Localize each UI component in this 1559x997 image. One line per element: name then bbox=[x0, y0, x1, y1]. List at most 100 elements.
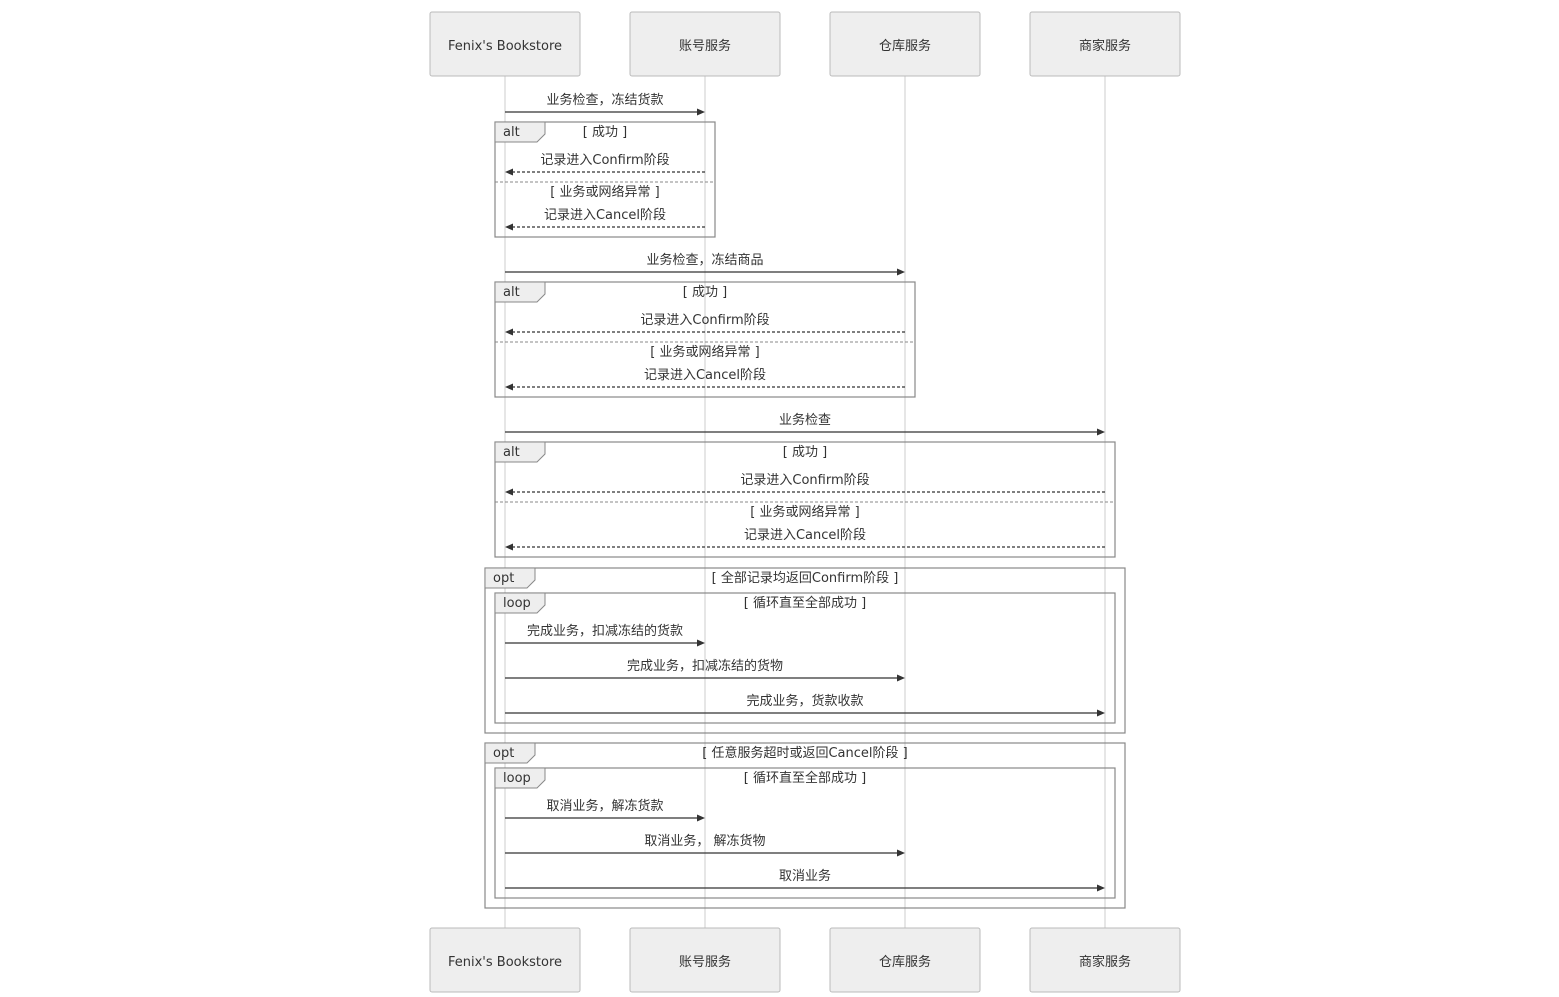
fragment-else-condition: [ 业务或网络异常 ] bbox=[550, 184, 659, 200]
participant-label: 商家服务 bbox=[1079, 954, 1131, 970]
message-check-merchant: 业务检查 bbox=[505, 412, 1105, 436]
message-label: 业务检查 bbox=[779, 412, 831, 428]
fragment-tab bbox=[494, 281, 546, 303]
fragment-frame bbox=[494, 767, 1116, 899]
arrow-head-icon bbox=[697, 108, 705, 116]
fragment-alt-warehouse: alt [ 成功 ] [ 业务或网络异常 ] bbox=[494, 281, 916, 398]
fragment-frame bbox=[484, 742, 1126, 909]
fragment-tab bbox=[484, 567, 536, 589]
fragment-keyword: alt bbox=[503, 285, 520, 300]
fragment-tab bbox=[494, 592, 546, 614]
arrow-head-icon bbox=[697, 814, 705, 822]
arrow-head-icon bbox=[505, 223, 513, 231]
message-label: 完成业务，扣减冻结的货物 bbox=[627, 658, 783, 674]
message-label: 记录进入Confirm阶段 bbox=[540, 153, 669, 168]
message-label: 业务检查，冻结货款 bbox=[546, 92, 663, 108]
message-cancel-payment: 取消业务，解冻货款 bbox=[505, 798, 705, 822]
message-label: 取消业务，解冻货款 bbox=[546, 798, 663, 814]
message-cancel-goods: 取消业务， 解冻货物 bbox=[505, 833, 905, 857]
participant-account-bottom: 账号服务 bbox=[629, 927, 781, 993]
message-complete-merchant: 完成业务，货款收款 bbox=[505, 693, 1105, 717]
participant-box bbox=[629, 927, 781, 993]
fragment-condition: [ 循环直至全部成功 ] bbox=[744, 770, 866, 786]
fragment-frame bbox=[494, 281, 916, 398]
participant-warehouse-top: 仓库服务 bbox=[829, 11, 981, 77]
fragment-keyword: opt bbox=[493, 746, 514, 761]
fragment-keyword: alt bbox=[503, 125, 520, 140]
message-cancel-account: 记录进入Cancel阶段 bbox=[505, 208, 705, 231]
fragment-condition: [ 循环直至全部成功 ] bbox=[744, 595, 866, 611]
message-confirm-warehouse: 记录进入Confirm阶段 bbox=[505, 313, 905, 336]
participant-account-top: 账号服务 bbox=[629, 11, 781, 77]
participant-label: 账号服务 bbox=[679, 954, 731, 970]
fragment-tab bbox=[494, 121, 546, 143]
fragment-condition: [ 成功 ] bbox=[683, 285, 727, 300]
fragment-else-condition: [ 业务或网络异常 ] bbox=[650, 344, 759, 360]
message-label: 完成业务，货款收款 bbox=[746, 693, 863, 709]
message-confirm-account: 记录进入Confirm阶段 bbox=[505, 153, 705, 176]
fragment-opt-confirm: opt [ 全部记录均返回Confirm阶段 ] bbox=[484, 567, 1126, 734]
arrow-head-icon bbox=[697, 639, 705, 647]
participant-box bbox=[829, 11, 981, 77]
participant-label: 仓库服务 bbox=[879, 954, 931, 970]
participant-label: 仓库服务 bbox=[879, 38, 931, 54]
fragment-keyword: loop bbox=[503, 596, 531, 611]
message-label: 记录进入Confirm阶段 bbox=[740, 473, 869, 488]
arrow-head-icon bbox=[505, 328, 513, 336]
arrow-head-icon bbox=[1097, 709, 1105, 717]
fragment-frame bbox=[484, 567, 1126, 734]
participant-bookstore-top: Fenix's Bookstore bbox=[429, 11, 581, 77]
message-label: 业务检查，冻结商品 bbox=[646, 252, 763, 268]
message-confirm-merchant: 记录进入Confirm阶段 bbox=[505, 473, 1105, 496]
participant-merchant-top: 商家服务 bbox=[1029, 11, 1181, 77]
fragment-frame bbox=[494, 121, 716, 238]
participant-label: Fenix's Bookstore bbox=[448, 955, 562, 970]
arrow-head-icon bbox=[897, 268, 905, 276]
fragment-tab bbox=[494, 767, 546, 789]
fragment-keyword: opt bbox=[493, 571, 514, 586]
participant-label: 商家服务 bbox=[1079, 38, 1131, 54]
message-label: 取消业务 bbox=[779, 868, 831, 884]
fragment-loop-confirm: loop [ 循环直至全部成功 ] bbox=[494, 592, 1116, 724]
participant-box bbox=[1029, 11, 1181, 77]
message-freeze-payment: 业务检查，冻结货款 bbox=[505, 92, 705, 116]
message-complete-account: 完成业务，扣减冻结的货款 bbox=[505, 623, 705, 647]
participant-box bbox=[829, 927, 981, 993]
fragment-condition: [ 成功 ] bbox=[583, 125, 627, 140]
message-freeze-goods: 业务检查，冻结商品 bbox=[505, 252, 905, 276]
fragment-frame bbox=[494, 592, 1116, 724]
fragment-keyword: alt bbox=[503, 445, 520, 460]
participant-label: Fenix's Bookstore bbox=[448, 39, 562, 54]
arrow-head-icon bbox=[505, 488, 513, 496]
fragment-tab bbox=[484, 742, 536, 764]
fragment-opt-cancel: opt [ 任意服务超时或返回Cancel阶段 ] bbox=[484, 742, 1126, 909]
fragment-alt-merchant: alt [ 成功 ] [ 业务或网络异常 ] bbox=[494, 441, 1116, 558]
message-cancel-business: 取消业务 bbox=[505, 868, 1105, 892]
arrow-head-icon bbox=[1097, 884, 1105, 892]
message-label: 记录进入Confirm阶段 bbox=[640, 313, 769, 328]
participant-box bbox=[429, 11, 581, 77]
arrow-head-icon bbox=[505, 543, 513, 551]
participant-box bbox=[1029, 927, 1181, 993]
participant-label: 账号服务 bbox=[679, 38, 731, 54]
participant-bookstore-bottom: Fenix's Bookstore bbox=[429, 927, 581, 993]
participant-warehouse-bottom: 仓库服务 bbox=[829, 927, 981, 993]
arrow-head-icon bbox=[1097, 428, 1105, 436]
fragment-tab bbox=[494, 441, 546, 463]
fragment-keyword: loop bbox=[503, 771, 531, 786]
arrow-head-icon bbox=[897, 674, 905, 682]
message-label: 取消业务， 解冻货物 bbox=[644, 833, 765, 849]
message-cancel-merchant: 记录进入Cancel阶段 bbox=[505, 528, 1105, 551]
fragment-alt-account: alt [ 成功 ] [ 业务或网络异常 ] bbox=[494, 121, 716, 238]
message-label: 记录进入Cancel阶段 bbox=[544, 208, 666, 223]
message-label: 记录进入Cancel阶段 bbox=[644, 368, 766, 383]
fragment-condition: [ 成功 ] bbox=[783, 445, 827, 460]
fragment-condition: [ 全部记录均返回Confirm阶段 ] bbox=[712, 570, 899, 586]
message-cancel-warehouse: 记录进入Cancel阶段 bbox=[505, 368, 905, 391]
arrow-head-icon bbox=[897, 849, 905, 857]
arrow-head-icon bbox=[505, 383, 513, 391]
participant-merchant-bottom: 商家服务 bbox=[1029, 927, 1181, 993]
message-label: 记录进入Cancel阶段 bbox=[744, 528, 866, 543]
message-label: 完成业务，扣减冻结的货款 bbox=[527, 623, 683, 639]
